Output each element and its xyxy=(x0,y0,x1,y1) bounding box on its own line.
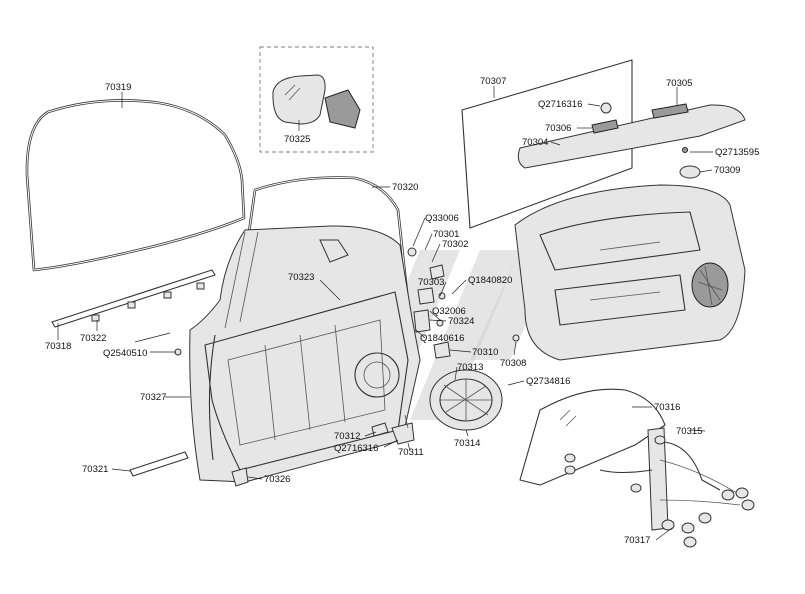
sill-strip xyxy=(129,451,189,477)
part-label: 70307 xyxy=(480,76,506,87)
part-label: Q1840820 xyxy=(468,275,512,286)
door-glass xyxy=(519,388,666,486)
vapor-barrier-sheet xyxy=(461,59,633,229)
speaker-ring xyxy=(429,369,503,431)
part-label: 70318 xyxy=(45,341,71,352)
part-label: 70326 xyxy=(264,474,290,485)
part-label: 70301 xyxy=(433,229,459,240)
part-label: 70325 xyxy=(284,134,310,145)
part-label: Q2734816 xyxy=(526,376,570,387)
part-label: 70305 xyxy=(666,78,692,89)
belt-moulding xyxy=(51,269,216,328)
part-label: 70309 xyxy=(714,165,740,176)
part-labels: 70319 70320 70325 70307 70305 Q2716316 7… xyxy=(45,76,759,546)
part-label: 70327 xyxy=(140,392,166,403)
window-frame-channel xyxy=(238,176,412,321)
part-label: Q1840616 xyxy=(420,333,464,344)
part-label: Q2716316 xyxy=(334,443,378,454)
part-label: 70302 xyxy=(442,239,468,250)
part-label: 70311 xyxy=(398,447,424,458)
part-label: 70320 xyxy=(392,182,418,193)
part-label: 70314 xyxy=(454,438,480,449)
part-label: Q33006 xyxy=(425,213,459,224)
mirror-inset xyxy=(259,46,374,153)
part-label: 70324 xyxy=(448,316,474,327)
mirror-mount xyxy=(319,239,349,263)
part-label: 70315 xyxy=(676,426,702,437)
part-label: 70316 xyxy=(654,402,680,413)
leader-lines xyxy=(57,86,713,541)
door-trim-panel xyxy=(514,184,746,361)
part-label: 70317 xyxy=(624,535,650,546)
lower-hardware xyxy=(371,414,415,445)
part-label: 70306 xyxy=(545,123,571,134)
part-label: 70303 xyxy=(418,277,444,288)
latch-brackets xyxy=(174,247,520,359)
part-label: Q2540510 xyxy=(103,348,147,359)
part-label: 70312 xyxy=(334,431,360,442)
door-shell xyxy=(189,225,421,483)
window-regulator xyxy=(564,427,755,548)
part-label: 70319 xyxy=(105,82,131,93)
upper-trim-strip xyxy=(517,102,746,169)
part-label: 70323 xyxy=(288,272,314,283)
part-label: Q2713595 xyxy=(715,147,759,158)
part-label: 70313 xyxy=(457,362,483,373)
stop-buffer xyxy=(231,467,249,487)
door-seal-outer xyxy=(25,99,246,272)
part-label: 70322 xyxy=(80,333,106,344)
part-label: Q32006 xyxy=(432,306,466,317)
part-label: 70308 xyxy=(500,358,526,369)
part-label: 70304 xyxy=(522,137,548,148)
part-label: Q2716316 xyxy=(538,99,582,110)
part-label: 70310 xyxy=(472,347,498,358)
part-label: 70321 xyxy=(82,464,108,475)
